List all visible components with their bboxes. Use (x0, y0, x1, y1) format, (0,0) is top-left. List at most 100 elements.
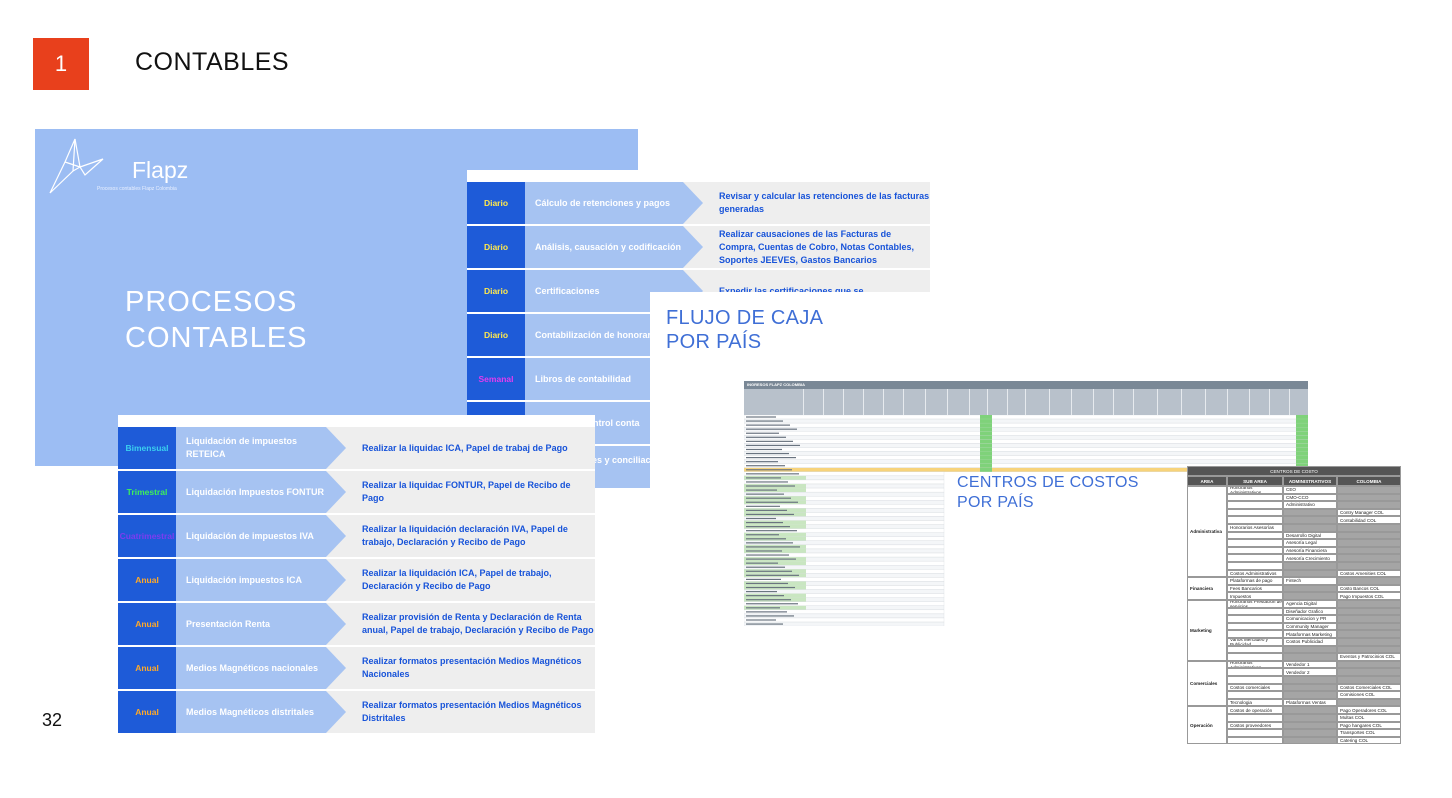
sheet-row-text (746, 517, 776, 520)
cost-table-header: ADMINISTRATIVOS (1283, 476, 1337, 486)
sheet-row-bg (744, 431, 1308, 436)
cost-table-subarea: Costos de operación (1227, 706, 1283, 714)
sheet-row-text (746, 477, 781, 479)
cost-table-area: Comerciales (1187, 660, 1227, 707)
cost-table-subarea (1227, 615, 1283, 623)
cost-table-admin: Diseñador Grafico (1283, 607, 1337, 616)
sheet-row-bg (744, 435, 1308, 440)
cost-table-subarea: Impuestos (1227, 592, 1283, 600)
cost-table-subarea (1227, 539, 1283, 547)
sheet-header-cell (1008, 389, 1026, 415)
sheet-header-cell (824, 389, 844, 415)
sheet-title: INGRESOS FLAPZ COLOMBIA (747, 382, 805, 387)
cost-table-subarea (1227, 729, 1283, 737)
process-description: Revisar y calcular las retenciones de la… (683, 182, 930, 224)
sheet-header-cell (1270, 389, 1290, 415)
cost-table-colombia (1337, 645, 1401, 654)
cost-table-admin: Plataformas Ventas (1283, 698, 1337, 707)
cost-table-subarea (1227, 546, 1283, 555)
sheet-header-cell (1228, 389, 1250, 415)
cost-table-colombia: Pago Impuestos COL (1337, 592, 1401, 600)
process-period: Diario (467, 226, 525, 268)
sheet-row-text (746, 521, 783, 524)
cost-table-subarea: Varios Mercadeo y Publicidad (1227, 638, 1283, 646)
cost-table-subarea: Fees Bancarios (1227, 584, 1283, 593)
process-period: Cuatrimestral (118, 515, 176, 557)
cost-table-colombia: Contry Manager COL (1337, 508, 1401, 517)
sheet-header-cell (744, 389, 804, 415)
sheet-row-text (746, 428, 797, 430)
sheet-header-row (744, 389, 1308, 415)
sheet-title-bar: INGRESOS FLAPZ COLOMBIA (744, 381, 1308, 389)
cost-table-colombia (1337, 698, 1401, 707)
process-activity: Liquidación Impuestos FONTUR (176, 471, 346, 513)
cost-table-subarea: Costos proveedores (1227, 721, 1283, 730)
sheet-row-text (746, 619, 776, 621)
sheet-row-text (746, 590, 777, 593)
cost-table-admin (1283, 653, 1337, 661)
process-description: Realizar la liquidac FONTUR, Papel de Re… (326, 471, 595, 513)
cost-table-colombia (1337, 660, 1401, 669)
cost-table-colombia (1337, 630, 1401, 638)
process-period: Diario (467, 182, 525, 224)
cost-table-colombia: Eventos y Patrocinios COL (1337, 653, 1401, 661)
process-description: Realizar la liquidación ICA, Papel de tr… (326, 559, 595, 601)
section-number-badge: 1 (33, 38, 89, 90)
sheet-status-cell (980, 447, 992, 452)
sheet-row-text (746, 542, 793, 544)
process-activity: Presentación Renta (176, 603, 346, 645)
cost-table-subarea (1227, 508, 1283, 517)
sheet-header-cell (1026, 389, 1050, 415)
cost-table-colombia (1337, 676, 1401, 684)
process-period: Diario (467, 270, 525, 312)
sheet-row-text (746, 578, 781, 580)
cost-table-subarea: Honorarios Prestacion de servicios (1227, 600, 1283, 608)
sheet-row-text (746, 461, 778, 463)
cost-table-admin: Vendedor 2 (1283, 668, 1337, 676)
sheet-status-cell (980, 451, 992, 456)
sheet-row-text (746, 530, 797, 532)
sheet-row-text (746, 615, 794, 617)
cost-table-area: Marketing (1187, 600, 1227, 661)
cost-table-admin: Asesoría Crecimiento (1283, 554, 1337, 562)
sheet-row-text (746, 623, 783, 625)
cost-table-subarea (1227, 607, 1283, 616)
sheet-header-cell (1050, 389, 1072, 415)
sheet-header-cell (904, 389, 926, 415)
sheet-status-cell (980, 435, 992, 440)
sheet-status-cell (1296, 419, 1308, 424)
process-period: Bimensual (118, 427, 176, 469)
sheet-row-bg (744, 451, 1308, 456)
process-activity: Medios Magnéticos distritales (176, 691, 346, 733)
sheet-header-cell (1072, 389, 1094, 415)
sheet-status-cell (980, 459, 992, 464)
cost-table-admin: Comunicacion y PR (1283, 615, 1337, 623)
sheet-status-cell (980, 439, 992, 444)
cost-table-colombia (1337, 615, 1401, 623)
cost-table-admin (1283, 736, 1337, 745)
sheet-header-cell (1134, 389, 1158, 415)
sheet-status-cell (1296, 423, 1308, 428)
process-period: Anual (118, 691, 176, 733)
sheet-header-cell (948, 389, 970, 415)
sheet-status-cell (980, 463, 992, 468)
sheet-status-cell (980, 415, 992, 419)
cost-table-admin: Asesoría Financiera (1283, 546, 1337, 555)
cost-centers-title: CENTROS DE COSTOS POR PAÍS (957, 473, 1139, 513)
sheet-row-bg (744, 427, 1308, 432)
cost-table-admin (1283, 592, 1337, 600)
sheet-header-cell (804, 389, 824, 415)
process-activity: Cálculo de retenciones y pagos (525, 182, 703, 224)
cost-table-subarea (1227, 531, 1283, 540)
cost-table-colombia: Transportes COL (1337, 729, 1401, 737)
process-period: Anual (118, 559, 176, 601)
sheet-header-cell (1094, 389, 1114, 415)
sheet-header-cell (970, 389, 988, 415)
cost-table-colombia: Costo Bancos COL (1337, 584, 1401, 593)
cost-table-colombia: Comisiones COL (1337, 691, 1401, 699)
cost-table-admin (1283, 729, 1337, 737)
